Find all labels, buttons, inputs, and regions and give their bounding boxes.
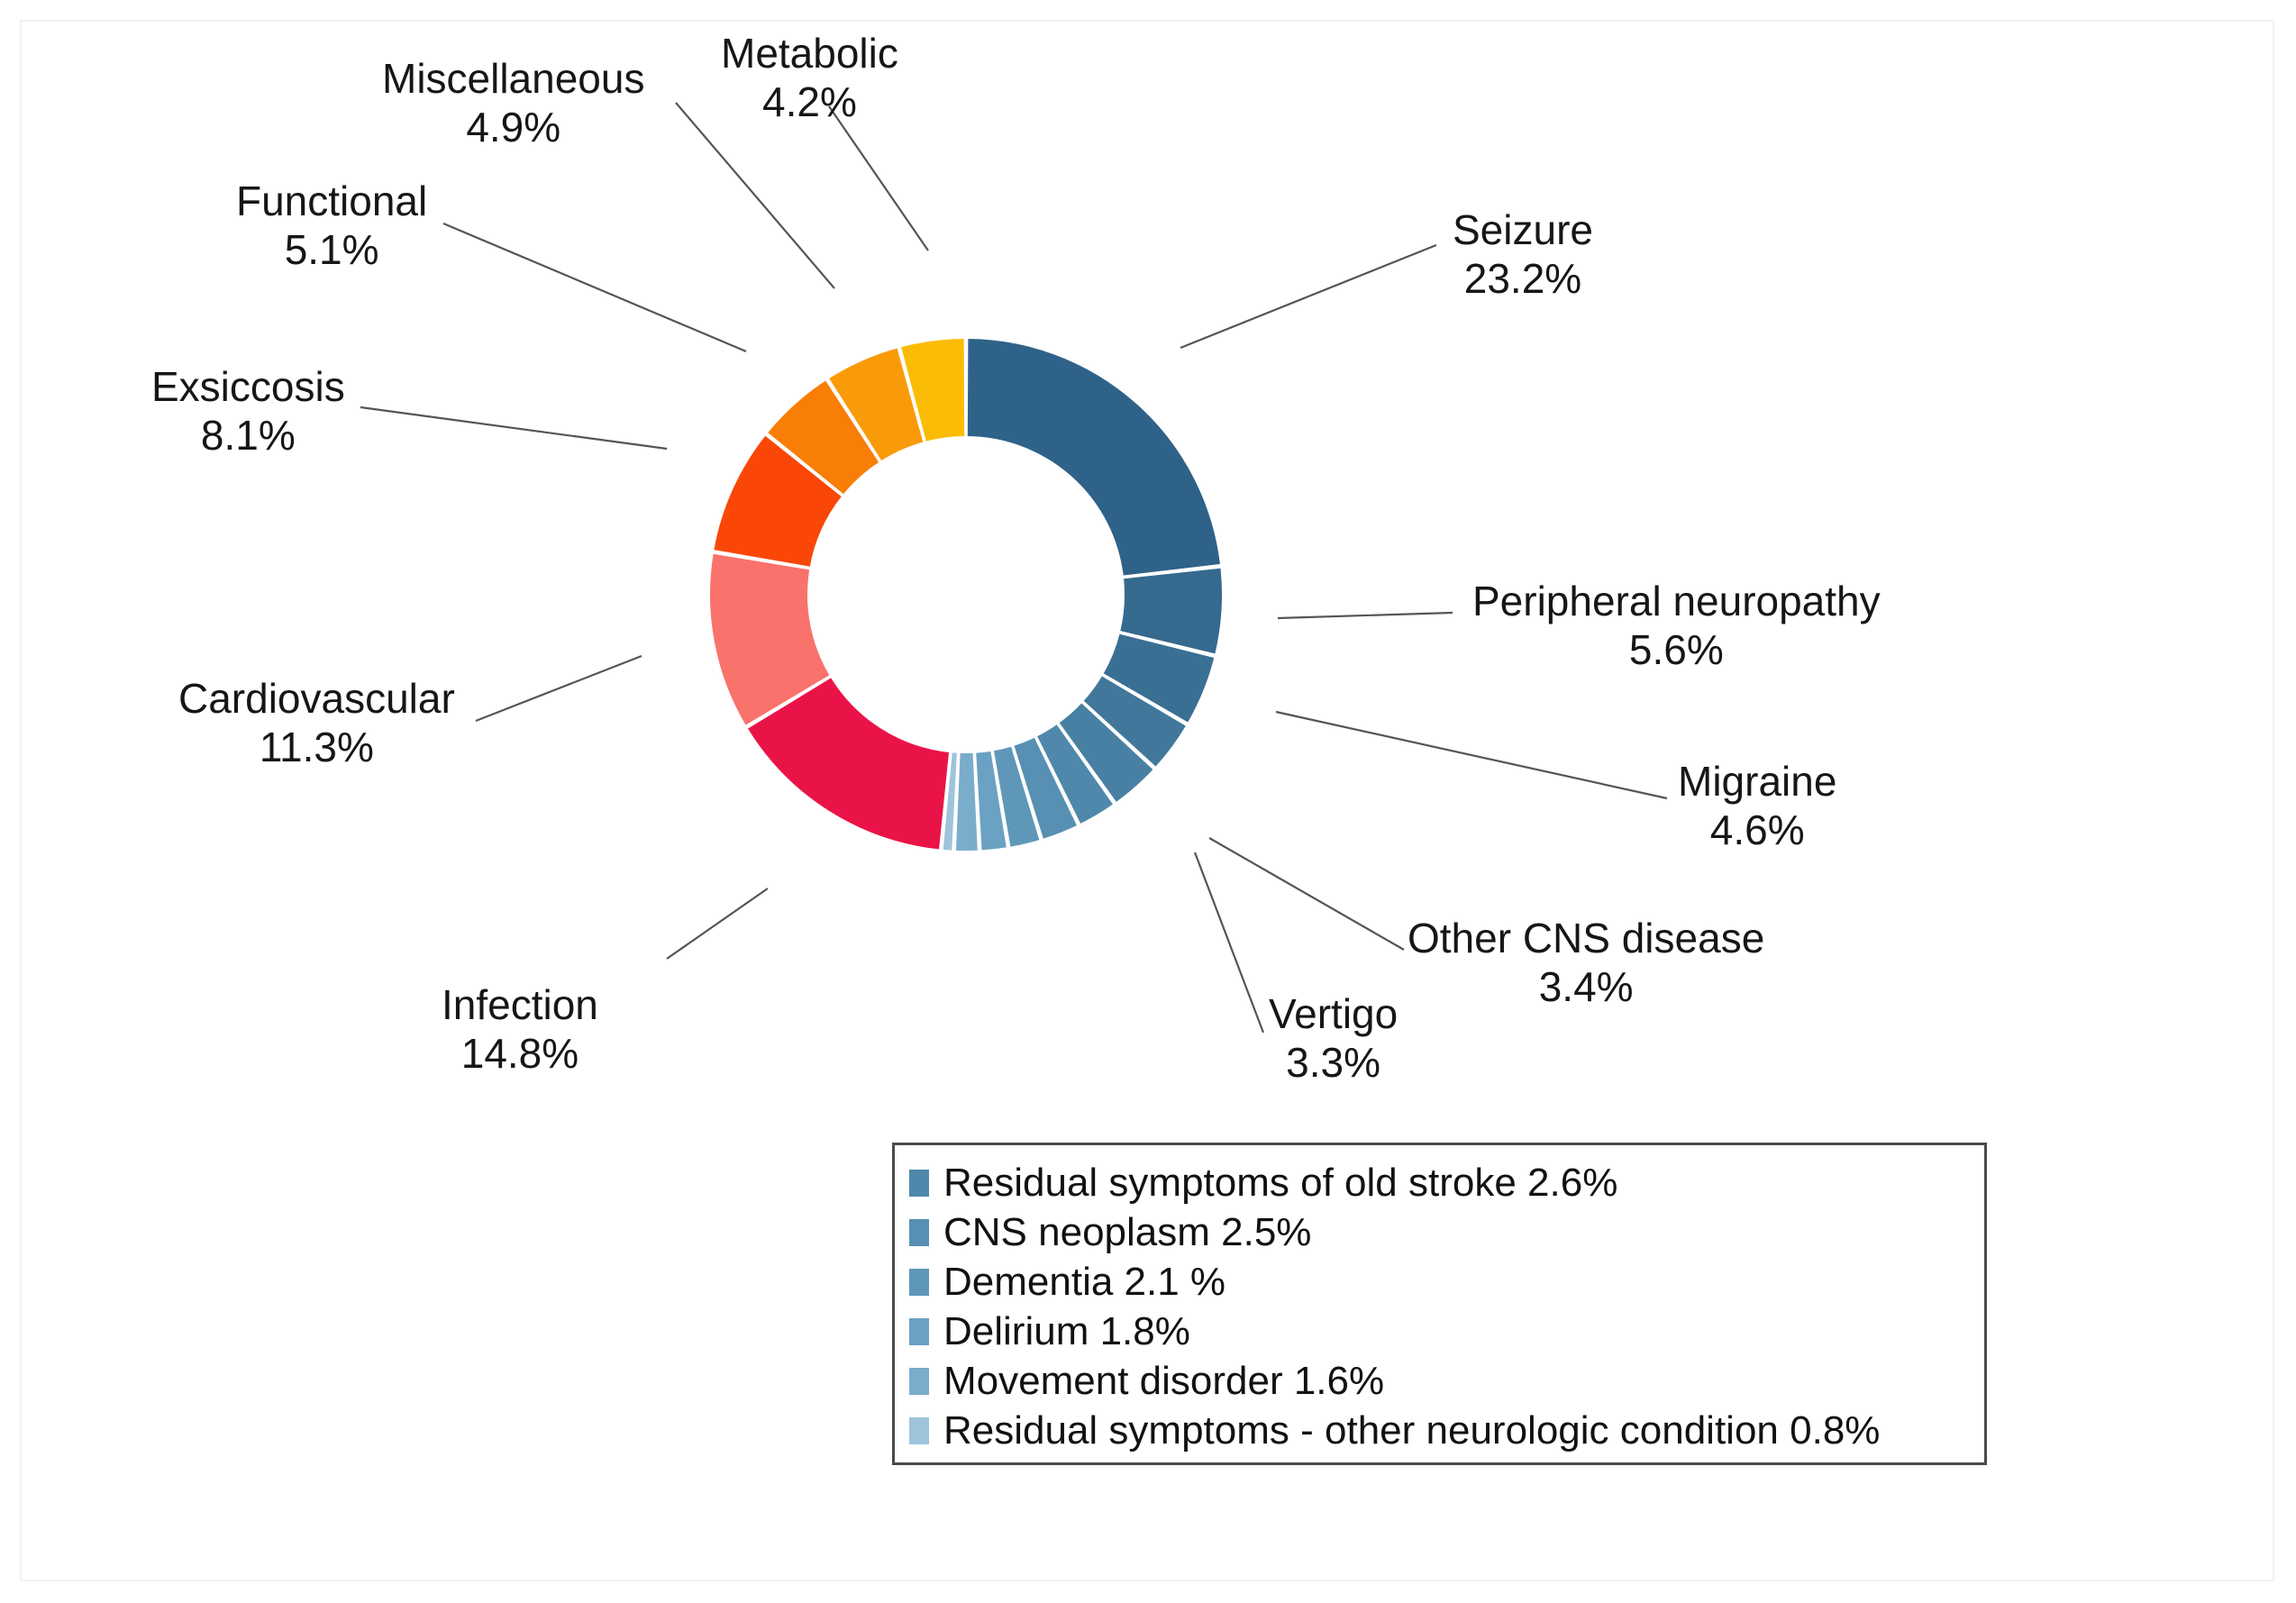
donut-slice[interactable] <box>1034 722 1116 826</box>
callout-percent-value: 3.4% <box>1538 963 1634 1011</box>
donut-slice[interactable] <box>745 675 952 852</box>
callout-category-name: Vertigo <box>1269 990 1399 1037</box>
leader-line <box>1275 710 1668 800</box>
legend-item[interactable]: Delirium 1.8% <box>909 1307 1972 1356</box>
callout-category-name: Functional <box>236 178 428 224</box>
donut-slice[interactable] <box>1080 673 1189 770</box>
donut-slice[interactable] <box>1101 632 1216 725</box>
leader-line <box>1208 837 1405 951</box>
legend-item[interactable]: Residual symptoms - other neurologic con… <box>909 1406 1972 1455</box>
callout-percent-value: 14.8% <box>460 1030 579 1078</box>
leader-line <box>442 222 747 353</box>
legend-item[interactable]: Dementia 2.1 % <box>909 1257 1972 1307</box>
callout-percent-value: 11.3% <box>259 724 374 771</box>
legend-swatch-icon <box>909 1268 929 1296</box>
legend-item[interactable]: CNS neoplasm 2.5% <box>909 1207 1972 1257</box>
leader-line <box>475 654 642 723</box>
donut-slice[interactable] <box>898 336 967 444</box>
donut-slice[interactable] <box>1056 700 1156 805</box>
legend-swatch-icon <box>909 1367 929 1395</box>
legend-swatch-icon <box>909 1317 929 1345</box>
donut-slice[interactable] <box>712 433 844 569</box>
legend-swatch-icon <box>909 1416 929 1444</box>
donut-slice[interactable] <box>826 346 925 463</box>
callout-category-name: Cardiovascular <box>178 675 455 722</box>
legend-swatch-icon <box>909 1169 929 1197</box>
donut-slice[interactable] <box>953 751 979 852</box>
leader-line <box>360 405 668 451</box>
donut-slice[interactable] <box>708 551 833 728</box>
donut-slice[interactable] <box>974 749 1009 852</box>
callout-category-name: Migraine <box>1678 758 1837 805</box>
legend-item[interactable]: Residual symptoms of old stroke 2.6% <box>909 1158 1972 1207</box>
callout-category-name: Other CNS disease <box>1408 915 1765 961</box>
callout-category-name: Miscellaneous <box>382 55 645 102</box>
donut-slice[interactable] <box>1012 735 1080 842</box>
callout-category-name: Metabolic <box>721 30 898 77</box>
donut-slice[interactable] <box>991 744 1042 849</box>
legend-label: Residual symptoms of old stroke 2.6% <box>943 1160 1618 1205</box>
legend-item[interactable]: Movement disorder 1.6% <box>909 1356 1972 1406</box>
leader-line <box>1180 243 1437 350</box>
legend-label: Dementia 2.1 % <box>943 1259 1226 1304</box>
callout-percent-value: 5.6% <box>1628 626 1724 674</box>
callout-percent-value: 4.9% <box>466 104 561 151</box>
callout-percent-value: 4.6% <box>1709 806 1805 854</box>
callout-percent-value: 8.1% <box>200 412 296 460</box>
donut-slice[interactable] <box>965 336 1223 578</box>
legend-item-list: Residual symptoms of old stroke 2.6%CNS … <box>909 1158 1972 1455</box>
donut-slice[interactable] <box>1117 566 1224 656</box>
leader-line <box>1277 611 1453 620</box>
callout-percent-value: 4.2% <box>762 78 857 126</box>
legend-label: Residual symptoms - other neurologic con… <box>943 1407 1881 1453</box>
donut-slice[interactable] <box>765 378 881 497</box>
callout-percent-value: 3.3% <box>1286 1039 1381 1087</box>
callout-category-name: Seizure <box>1453 206 1593 253</box>
donut-slice[interactable] <box>941 751 959 852</box>
callout-percent-value: 23.2% <box>1463 255 1582 303</box>
leader-line <box>675 102 835 289</box>
legend-label: Delirium 1.8% <box>943 1308 1190 1353</box>
callout-category-name: Exsiccosis <box>151 363 345 410</box>
legend-swatch-icon <box>909 1218 929 1246</box>
callout-percent-value: 5.1% <box>284 226 379 274</box>
leader-line <box>1193 852 1265 1034</box>
leader-line <box>828 105 929 251</box>
legend-label: CNS neoplasm 2.5% <box>943 1209 1312 1254</box>
leader-line <box>666 888 769 960</box>
callout-category-name: Peripheral neuropathy <box>1472 578 1881 624</box>
legend-label: Movement disorder 1.6% <box>943 1358 1385 1403</box>
chart-legend: Residual symptoms of old stroke 2.6%CNS … <box>892 1143 1987 1465</box>
callout-category-name: Infection <box>442 981 598 1028</box>
